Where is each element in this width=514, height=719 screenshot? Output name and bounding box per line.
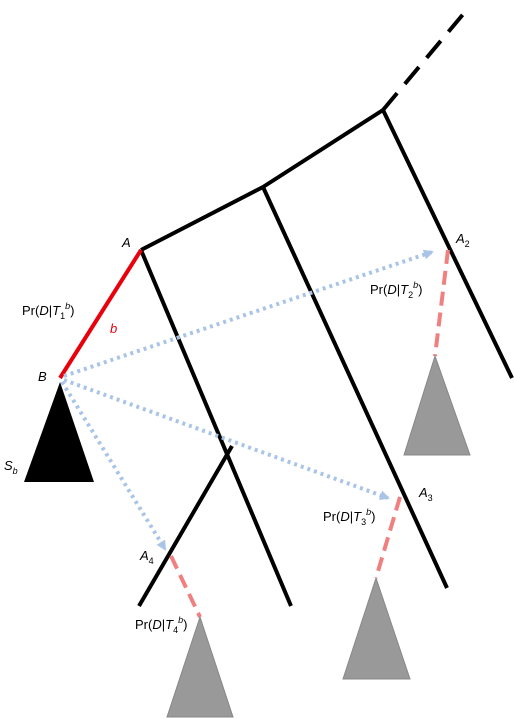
attachment-A3: [374, 496, 402, 579]
branch-b-selected: [58, 248, 143, 380]
branch-A-to-lower-right-leaf: [139, 249, 293, 607]
arrow-B-to-A3: [63, 378, 390, 500]
arrow-B-to-A4: [60, 380, 167, 551]
subtree-A4-triangle: [166, 615, 234, 718]
branch-inner-to-A3-leaf: [261, 186, 449, 589]
branch-lower-node-to-A4-leaf: [137, 444, 234, 608]
subtree-Sb-triangle: [24, 382, 94, 482]
subtree-label-Sb: Sb: [4, 458, 18, 476]
branch-root-to-right-leaf: [381, 109, 514, 379]
branch-root-to-inner: [261, 108, 385, 189]
attachment-A2: [433, 249, 450, 357]
attachment-segments: [169, 249, 450, 618]
node-label-B: B: [38, 369, 47, 384]
subtree-A3-triangle: [342, 576, 411, 680]
tree-branches: [137, 108, 514, 608]
node-label-A3: A3: [418, 485, 433, 503]
likelihood-label-T3: Pr(D|T3b): [323, 507, 375, 527]
likelihood-label-T2: Pr(D|T2b): [370, 280, 422, 300]
likelihood-label-T4: Pr(D|T4b): [135, 615, 187, 635]
branch-label-b: b: [110, 321, 117, 336]
arrow-B-to-A2: [63, 249, 434, 378]
branch-inner-to-A: [140, 185, 264, 252]
node-label-A: A: [121, 235, 131, 250]
likelihood-label-T1: Pr(D|T1b): [22, 301, 74, 321]
node-label-A2: A2: [455, 231, 470, 249]
attachment-A4: [169, 555, 202, 618]
subtree-A2-triangle: [403, 354, 471, 456]
regraft-arrows: [60, 249, 434, 551]
node-label-A4: A4: [139, 548, 154, 566]
root-dashed-branch: [381, 4, 472, 112]
